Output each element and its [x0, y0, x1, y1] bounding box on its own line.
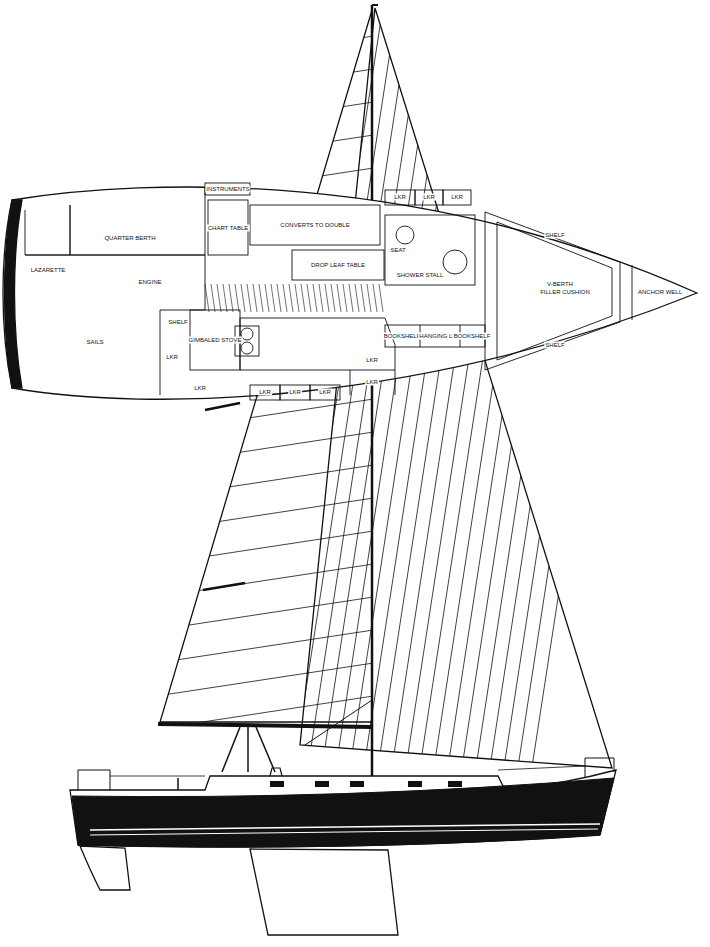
- part-label: V-BERTH: [546, 281, 574, 288]
- part-label: LKR: [365, 379, 379, 386]
- part-label: LAZARETTE: [30, 267, 67, 274]
- floor-grating: [265, 284, 269, 312]
- part-label: CHART TABLE: [207, 225, 250, 232]
- floor-grating: [325, 284, 329, 312]
- floor-grating: [313, 284, 317, 312]
- sail-seam: [150, 398, 380, 433]
- floor-grating: [253, 284, 257, 312]
- floor-grating: [355, 284, 359, 312]
- part-label: LKR: [318, 389, 332, 396]
- part-label: QUARTER BERTH: [103, 235, 156, 242]
- floor-grating: [337, 284, 341, 312]
- part-label: LKR: [422, 194, 436, 201]
- floor-grating: [271, 284, 275, 312]
- part-label: SHELF: [544, 232, 565, 239]
- part-label: LKR: [288, 389, 302, 396]
- floor-grating: [379, 284, 383, 312]
- accommodation-plan: [3, 183, 697, 400]
- sail-seam: [502, 0, 622, 780]
- sail-seam: [150, 662, 380, 697]
- floor-grating: [361, 284, 365, 312]
- floor-grating: [331, 284, 335, 312]
- sail-seam: [150, 563, 380, 598]
- floor-grating: [289, 284, 293, 312]
- sail-seam: [150, 728, 380, 763]
- floor-grating: [241, 284, 245, 312]
- part-label: CONVERTS TO DOUBLE: [279, 222, 350, 229]
- part-label: INSTRUMENTS: [205, 186, 250, 193]
- part-label: DROP LEAF TABLE: [310, 262, 366, 269]
- hull-profile: [70, 758, 616, 935]
- floor-grating: [295, 284, 299, 312]
- floor-grating: [349, 284, 353, 312]
- floor-grating: [247, 284, 251, 312]
- floor-grating: [277, 284, 281, 312]
- floor-grating: [229, 284, 233, 312]
- sail-seam: [150, 431, 380, 466]
- part-label: LKR: [450, 194, 464, 201]
- sail-seam: [150, 464, 380, 499]
- floor-grating: [205, 284, 209, 312]
- part-label: GIMBALED STOVE: [188, 337, 243, 344]
- part-label: LKR: [365, 357, 379, 364]
- sail-seam: [150, 134, 380, 169]
- part-label: LKR: [393, 194, 407, 201]
- floor-grating: [283, 284, 287, 312]
- part-label: LKR: [193, 385, 207, 392]
- floor-grating: [319, 284, 323, 312]
- sail-seam: [150, 68, 380, 103]
- floor-grating: [235, 284, 239, 312]
- sail-seam: [516, 0, 636, 780]
- part-label: SHOWER STALL: [396, 272, 445, 279]
- floor-grating: [307, 284, 311, 312]
- part-label: SAILS: [85, 339, 104, 346]
- sail-seam: [150, 530, 380, 565]
- part-label: LKR: [165, 354, 179, 361]
- floor-grating: [217, 284, 221, 312]
- floor-grating: [259, 284, 263, 312]
- part-label: SHELF: [544, 342, 565, 349]
- sail-seam: [530, 0, 650, 780]
- sail-seam: [150, 497, 380, 532]
- sail-seam: [150, 101, 380, 136]
- part-label: ENGINE: [137, 279, 162, 286]
- floor-grating: [301, 284, 305, 312]
- floor-grating: [211, 284, 215, 312]
- part-label: SEAT: [389, 247, 406, 254]
- floor-grating: [373, 284, 377, 312]
- floor-grating: [367, 284, 371, 312]
- sail-seam: [150, 35, 380, 70]
- part-label: ANCHOR WELL: [637, 289, 683, 296]
- part-label: LKR: [258, 389, 272, 396]
- part-label: FILLER CUSHION: [539, 289, 591, 296]
- sail-seam: [150, 695, 380, 730]
- sail-seam: [150, 629, 380, 664]
- part-label: SHELF: [167, 319, 188, 326]
- floor-grating: [223, 284, 227, 312]
- part-label: BOOKSHELF: [453, 333, 492, 340]
- part-label: BOOKSHELF: [383, 333, 422, 340]
- floor-grating: [343, 284, 347, 312]
